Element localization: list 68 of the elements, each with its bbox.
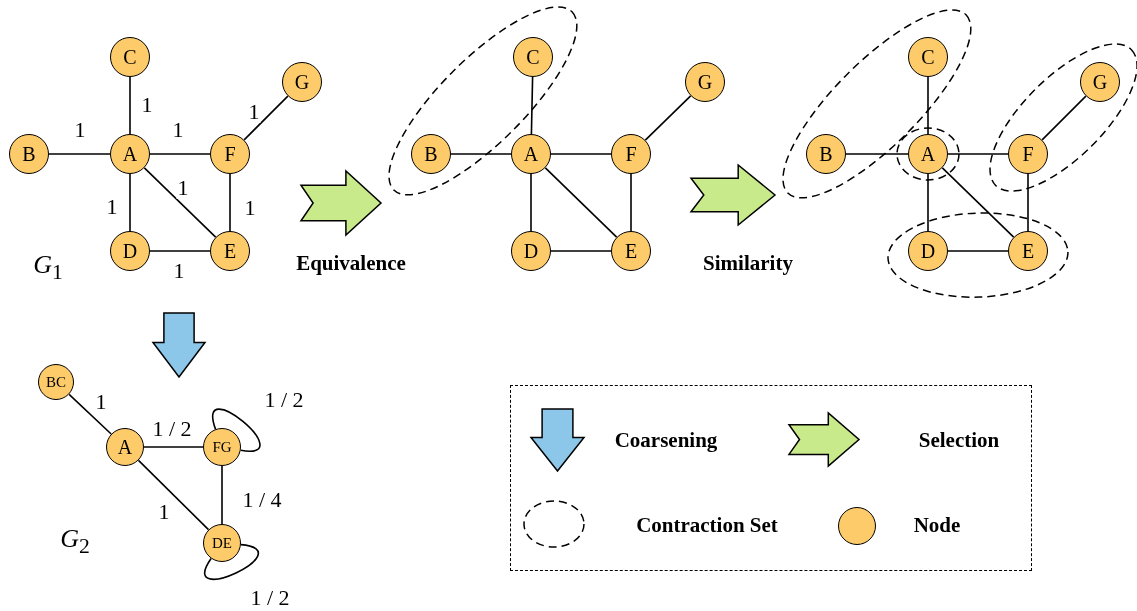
- node-circle: C: [513, 37, 553, 77]
- connector-line: [550, 250, 612, 252]
- node-circle: FG: [203, 428, 241, 466]
- connector-line: [204, 543, 259, 580]
- connector-line: [229, 173, 231, 232]
- node-circle: E: [1008, 231, 1048, 271]
- node-circle: BC: [38, 364, 74, 400]
- contraction-set-ellipse: [887, 211, 1069, 299]
- contraction-set-ellipse: [896, 127, 960, 181]
- node-circle: B: [411, 134, 451, 174]
- legend-text: Selection: [918, 429, 1000, 451]
- node-circle: E: [210, 231, 250, 271]
- legend-text: Node: [913, 514, 961, 536]
- node-circle: G: [685, 62, 725, 102]
- connector-line: [1027, 173, 1029, 232]
- node-circle: A: [908, 134, 948, 174]
- connector-line: [137, 459, 210, 531]
- connector-line: [1041, 95, 1087, 141]
- node-circle: DE: [203, 524, 241, 562]
- connector-line: [48, 153, 111, 155]
- connector-line: [927, 76, 929, 135]
- connector-line: [143, 446, 204, 448]
- node-circle: F: [611, 134, 651, 174]
- node-circle: C: [110, 37, 150, 77]
- connector-line: [68, 393, 112, 435]
- node-circle: B: [9, 134, 49, 174]
- right-arrow: [690, 164, 776, 226]
- node-circle: F: [1008, 134, 1048, 174]
- connector-line: [143, 167, 217, 238]
- connector-line: [149, 153, 211, 155]
- connector-line: [221, 465, 223, 525]
- node-circle: F: [210, 134, 250, 174]
- node-circle: A: [511, 134, 551, 174]
- step-label: Equivalence: [296, 252, 406, 274]
- connector-line: [544, 167, 618, 238]
- node-circle: A: [106, 428, 144, 466]
- node-circle: E: [611, 231, 651, 271]
- step-label: Similarity: [703, 252, 793, 274]
- node-circle: A: [110, 134, 150, 174]
- node-circle: D: [110, 231, 150, 271]
- right-arrow: [300, 170, 382, 236]
- node-circle: G: [282, 62, 322, 102]
- connector-line: [243, 95, 289, 141]
- legend-text: Coarsening: [614, 429, 718, 451]
- node-circle: C: [908, 37, 948, 77]
- connector-line: [845, 153, 909, 155]
- connector-line: [450, 153, 512, 155]
- connector-line: [947, 153, 1009, 155]
- node-circle: D: [511, 231, 551, 271]
- node-circle: B: [806, 134, 846, 174]
- connector-line: [530, 76, 534, 135]
- connector-line: [630, 173, 632, 232]
- connector-line: [211, 408, 261, 452]
- connector-line: [947, 250, 1009, 252]
- connector-line: [530, 173, 532, 232]
- node-circle: G: [1080, 62, 1120, 102]
- connector-line: [129, 76, 131, 135]
- connector-line: [149, 250, 211, 252]
- connector-line: [927, 173, 929, 232]
- graph-name: G$_{1}$: [33, 252, 63, 284]
- connector-line: [129, 173, 131, 232]
- connector-line: [941, 167, 1015, 238]
- legend-text: Contraction Set: [636, 514, 778, 536]
- down-arrow: [152, 312, 206, 378]
- connector-line: [644, 95, 692, 141]
- connector-line: [550, 153, 612, 155]
- node-circle: D: [908, 231, 948, 271]
- graph-name: G$_{2}$: [60, 526, 90, 558]
